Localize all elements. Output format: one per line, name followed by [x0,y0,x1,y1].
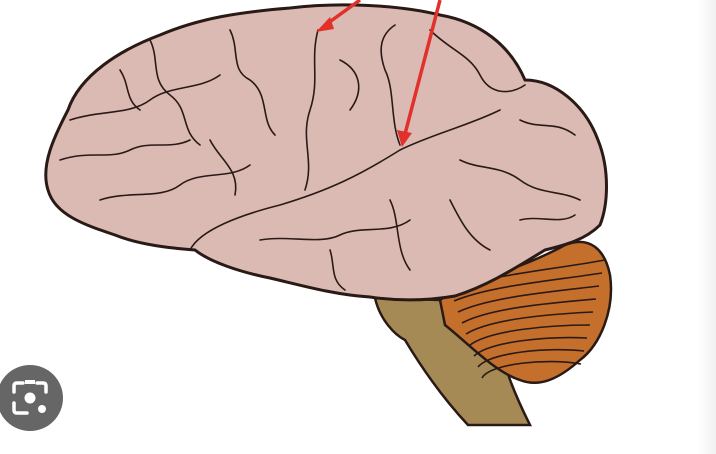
cerebellum-fold [453,272,603,302]
scroll-edge [698,0,716,454]
arrow [397,0,442,147]
cerebellum-fold [477,348,585,368]
cerebellum-fold [461,298,597,324]
arrow [316,0,362,32]
cerebellum-fold [457,285,600,313]
cerebellum-fold [465,311,594,335]
cerebellum-fold [481,360,582,379]
cerebrum [44,3,608,302]
camera-lens-icon [0,365,63,431]
cerebellum [438,240,613,385]
cerebellum-fold [469,324,591,346]
arrows [316,0,442,147]
lens-search-button[interactable] [0,365,63,431]
cerebellum-fold [473,336,588,357]
